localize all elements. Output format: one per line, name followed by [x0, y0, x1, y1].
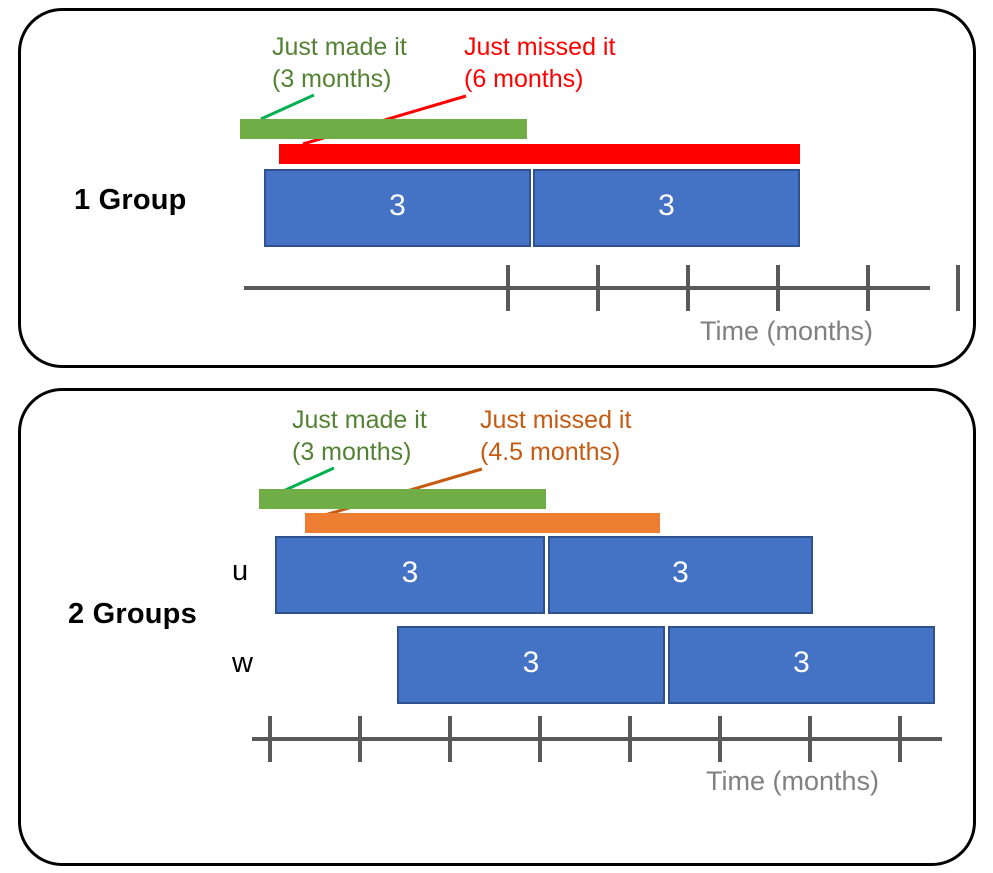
- bar-just-made-it-panel-two: [259, 489, 546, 509]
- row-label-u: u: [232, 555, 249, 587]
- panel-one-group-title: 1 Group: [74, 184, 187, 216]
- task-label: 3: [672, 556, 689, 589]
- panel-two-groups-title: 2 Groups: [68, 598, 197, 630]
- bar-just-missed-it-panel-two: [305, 513, 660, 533]
- task-box[interactable]: 3: [275, 536, 545, 614]
- annotation-just-made-it-line1: Just made it: [292, 406, 427, 434]
- axis-tick: [538, 716, 542, 762]
- axis-tick: [718, 716, 722, 762]
- axis-tick: [808, 716, 812, 762]
- axis-tick: [956, 265, 960, 311]
- task-label: 3: [401, 556, 419, 589]
- task-label: 3: [522, 646, 540, 679]
- annotation-just-missed-it-line1: Just missed it: [480, 406, 632, 434]
- axis-tick: [686, 265, 690, 311]
- time-axis-panel-two: [252, 713, 952, 763]
- row-label-w: w: [232, 647, 253, 679]
- time-axis-panel-one: [244, 262, 960, 312]
- task-box[interactable]: 3: [264, 169, 531, 247]
- task-label: 3: [793, 646, 810, 679]
- annotation-just-missed-it-line2: (6 months): [464, 65, 584, 93]
- task-box[interactable]: 3: [397, 626, 665, 704]
- axis-label-time-panel-two: Time (months): [706, 766, 880, 796]
- annotation-just-made-it-line2: (3 months): [292, 438, 412, 466]
- axis-tick: [358, 716, 362, 762]
- task-label: 3: [658, 189, 675, 222]
- task-box[interactable]: 3: [548, 536, 813, 614]
- axis-line: [252, 737, 942, 741]
- task-box[interactable]: 3: [668, 626, 935, 704]
- bar-just-missed-it-panel-one: [279, 144, 800, 164]
- task-label: 3: [389, 189, 406, 222]
- annotation-just-made-it-line2: (3 months): [272, 65, 392, 93]
- bar-just-made-it-panel-one: [240, 119, 527, 139]
- annotation-just-made-it-line1: Just made it: [272, 33, 407, 61]
- axis-tick: [506, 265, 510, 311]
- connector-just-made-it: [280, 466, 335, 494]
- axis-tick: [776, 265, 780, 311]
- connector-just-made-it: [260, 93, 315, 121]
- annotation-just-missed-it-line1: Just missed it: [464, 33, 616, 61]
- axis-label-time-panel-one: Time (months): [700, 316, 874, 346]
- axis-tick: [448, 716, 452, 762]
- axis-line: [244, 286, 930, 290]
- axis-tick: [898, 716, 902, 762]
- annotation-just-missed-it-line2: (4.5 months): [480, 438, 621, 466]
- task-box[interactable]: 3: [533, 169, 800, 247]
- axis-tick: [628, 716, 632, 762]
- axis-tick: [866, 265, 870, 311]
- axis-tick: [268, 716, 272, 762]
- axis-tick: [596, 265, 600, 311]
